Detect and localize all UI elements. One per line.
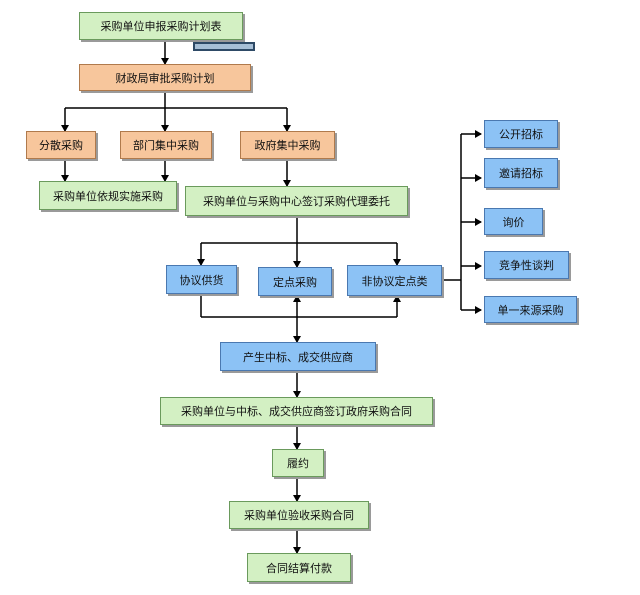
decentralized-box: 分散采购 bbox=[26, 131, 96, 159]
perform-box: 履约 bbox=[272, 449, 324, 477]
method-box: 单一来源采购 bbox=[484, 296, 577, 323]
method-box: 公开招标 bbox=[484, 120, 558, 148]
dept-centralized-box: 部门集中采购 bbox=[120, 131, 212, 159]
sign-contract-box: 采购单位与中标、成交供应商签订政府采购合同 bbox=[160, 397, 433, 425]
agreement-supply-box: 协议供货 bbox=[166, 265, 237, 294]
agency-contract-box: 采购单位与采购中心签订采购代理委托 bbox=[185, 186, 408, 216]
submit-plan-box: 采购单位申报采购计划表 bbox=[79, 12, 243, 40]
unit-self-purchase-box: 采购单位依规实施采购 bbox=[39, 181, 177, 210]
supplier-selected-box: 产生中标、成交供应商 bbox=[220, 342, 376, 371]
acceptance-box: 采购单位验收采购合同 bbox=[229, 501, 369, 529]
decorative-bar bbox=[193, 42, 255, 51]
method-box: 邀请招标 bbox=[484, 158, 558, 188]
settlement-box: 合同结算付款 bbox=[247, 553, 351, 582]
non-agreement-box: 非协议定点类 bbox=[347, 265, 442, 296]
gov-centralized-box: 政府集中采购 bbox=[240, 131, 335, 159]
designated-purchase-box: 定点采购 bbox=[258, 267, 332, 296]
method-box: 询价 bbox=[484, 208, 543, 235]
method-box: 竞争性谈判 bbox=[484, 251, 569, 279]
approve-plan-box: 财政局审批采购计划 bbox=[79, 64, 251, 91]
